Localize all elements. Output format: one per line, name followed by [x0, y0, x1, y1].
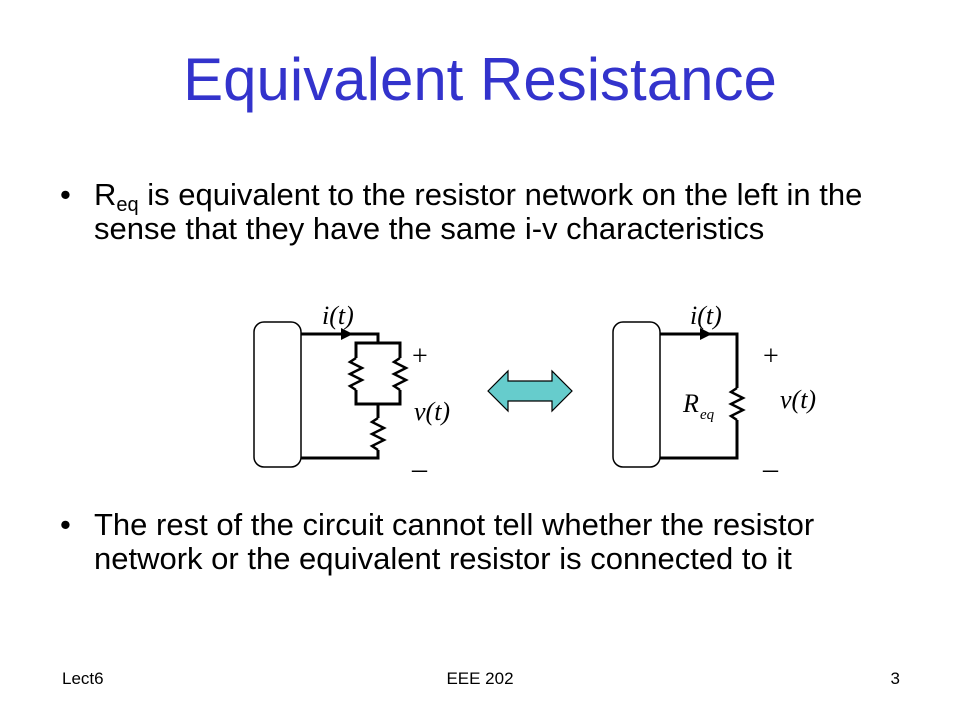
- left-current-label: i(t): [322, 301, 354, 330]
- left-minus-label: –: [411, 452, 428, 485]
- left-resistor-series: [369, 416, 387, 452]
- right-resistor-subscript: eq: [700, 407, 715, 423]
- footer-page-number: 3: [890, 669, 900, 688]
- right-plus-label: +: [763, 341, 779, 372]
- bullet-dot: •: [60, 177, 71, 212]
- double-arrow: [487, 369, 573, 413]
- right-resistor-label: R: [682, 389, 699, 418]
- left-resistor-b: [391, 356, 409, 392]
- bullet-1-text: Req is equivalent to the resistor networ…: [94, 178, 880, 246]
- footer-course: EEE 202: [446, 669, 514, 688]
- left-resistor-a: [347, 356, 365, 392]
- right-circuit: [612, 321, 746, 468]
- right-bottom-wire: [660, 420, 739, 460]
- page-title: Equivalent Resistance: [183, 46, 777, 113]
- right-current-label: i(t): [690, 301, 722, 330]
- req-subscript: eq: [116, 194, 139, 216]
- left-voltage-label: v(t): [414, 397, 450, 426]
- bullet-dot: •: [60, 507, 71, 542]
- right-resistor: [728, 386, 746, 422]
- left-network-box: [253, 321, 302, 468]
- bullet-1-rest: is equivalent to the resistor network on…: [94, 177, 863, 246]
- left-parallel-rect: [354, 341, 402, 358]
- left-bottom-wire: [301, 450, 380, 460]
- left-top-wire: [301, 332, 380, 343]
- right-minus-label: –: [762, 452, 779, 485]
- right-top-wire: [660, 332, 739, 388]
- footer-lecture: Lect6: [62, 669, 104, 688]
- left-parallel-bottom: [354, 390, 402, 406]
- left-plus-label: +: [412, 341, 428, 372]
- right-network-box: [612, 321, 661, 468]
- left-circuit: [253, 321, 409, 468]
- req-symbol: R: [94, 177, 117, 212]
- left-current-arrow: [341, 328, 353, 340]
- right-voltage-label: v(t): [780, 385, 816, 414]
- right-current-arrow: [700, 328, 712, 340]
- bullet-2-text: The rest of the circuit cannot tell whet…: [94, 507, 815, 576]
